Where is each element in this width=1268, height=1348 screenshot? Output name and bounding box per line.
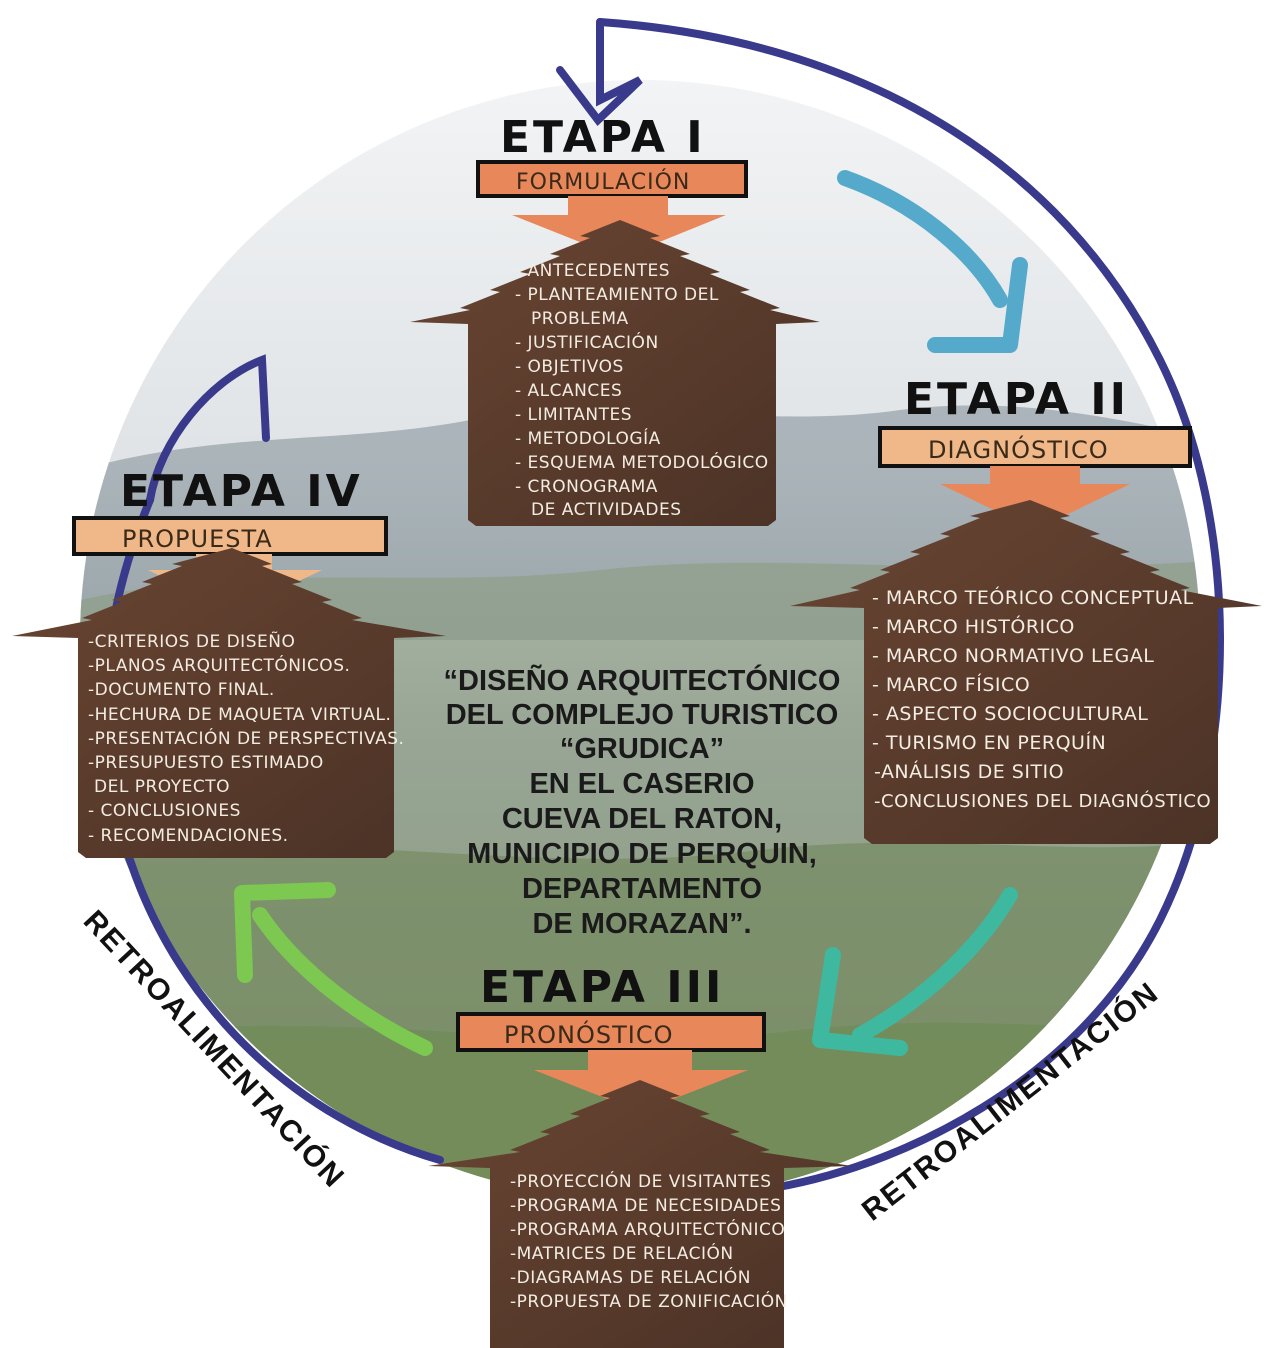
stage-2: ETAPA II DIAGNÓSTICO - MARCO TEÓRICO CON… <box>790 374 1262 844</box>
stage-3-item: -DIAGRAMAS DE RELACIÓN <box>510 1266 751 1288</box>
stage-1-house <box>410 220 820 526</box>
stage-3-item: -PROYECCIÓN DE VISITANTES <box>510 1170 772 1192</box>
stage-2-item: - MARCO NORMATIVO LEGAL <box>872 645 1154 667</box>
stage-3-item: -PROPUESTA DE ZONIFICACIÓN <box>510 1290 788 1312</box>
center-title-line: CUEVA DEL RATON, <box>502 803 782 835</box>
stage-1-item: - CRONOGRAMA <box>515 477 658 497</box>
stage-4-item: -DOCUMENTO FINAL. <box>88 680 275 700</box>
stage-4-house <box>12 548 446 858</box>
stage-3-title: ETAPA III <box>480 962 724 1013</box>
stage-1-item: - JUSTIFICACIÓN <box>515 331 659 353</box>
stage-1-item: - ALCANCES <box>515 381 622 401</box>
stage-2-item: -CONCLUSIONES DEL DIAGNÓSTICO <box>874 790 1211 812</box>
center-title-line: “GRUDICA” <box>560 733 724 765</box>
stage-4-label: PROPUESTA <box>122 525 273 553</box>
stage-4-label-box <box>72 516 388 556</box>
stage-1-item: - LIMITANTES <box>515 405 632 425</box>
stage-2-item: - MARCO HISTÓRICO <box>872 614 1075 638</box>
stage-2-house <box>790 500 1262 844</box>
stage-1: ETAPA I FORMULACIÓN - ANTECEDENTES - PLA… <box>410 112 820 526</box>
stage-3-item: -MATRICES DE RELACIÓN <box>510 1242 734 1264</box>
stage-4-item: -PRESENTACIÓN DE PERSPECTIVAS. <box>88 727 404 749</box>
stage-1-item: - OBJETIVOS <box>515 357 624 377</box>
stage-4: ETAPA IV PROPUESTA -CRITERIOS DE DISEÑO … <box>12 466 446 858</box>
arrow-teal <box>812 887 1018 1056</box>
center-title-line: MUNICIPIO DE PERQUIN, <box>467 838 817 870</box>
center-title-line: EN EL CASERIO <box>529 768 754 800</box>
stage-2-item: - TURISMO EN PERQUÍN <box>872 731 1106 754</box>
stage-2-label: DIAGNÓSTICO <box>928 434 1109 464</box>
stage-1-item: - PLANTEAMIENTO DEL <box>515 285 719 305</box>
center-title: “DISEÑO ARQUITECTÓNICO DEL COMPLEJO TURI… <box>444 663 841 940</box>
stage-1-label-box <box>476 160 748 198</box>
stage-1-title: ETAPA I <box>500 112 706 163</box>
stage-1-item: DE ACTIVIDADES <box>531 500 682 520</box>
stage-4-item: - RECOMENDACIONES. <box>88 826 289 846</box>
stage-2-down-arrow <box>940 466 1130 530</box>
stage-4-item: -HECHURA DE MAQUETA VIRTUAL. <box>88 705 391 725</box>
stage-4-item: -CRITERIOS DE DISEÑO <box>88 630 295 652</box>
stage-2-item: -ANÁLISIS DE SITIO <box>874 760 1064 783</box>
center-title-line: DEL COMPLEJO TURISTICO <box>446 699 839 731</box>
stage-4-item: -PRESUPUESTO ESTIMADO <box>88 753 324 773</box>
stage-1-item: - METODOLOGÍA <box>515 427 661 449</box>
center-title-line: DEPARTAMENTO <box>522 873 762 905</box>
stage-3-label: PRONÓSTICO <box>504 1019 674 1049</box>
stage-4-item: -PLANOS ARQUITECTÓNICOS. <box>88 654 350 676</box>
stage-2-item: - MARCO FÍSICO <box>872 673 1030 696</box>
stage-4-item: - CONCLUSIONES <box>88 801 241 821</box>
stage-4-item: DEL PROYECTO <box>94 777 230 797</box>
stage-1-item: PROBLEMA <box>531 309 629 329</box>
stage-3-item: -PROGRAMA ARQUITECTÓNICO <box>510 1218 785 1240</box>
stage-3-house <box>428 1080 852 1348</box>
stage-3: ETAPA III PRONÓSTICO -PROYECCIÓN DE VISI… <box>428 962 852 1348</box>
stage-2-title: ETAPA II <box>904 374 1129 425</box>
arrow-blue <box>837 170 1028 353</box>
stage-1-label: FORMULACIÓN <box>516 169 690 195</box>
arrow-green <box>234 882 433 1056</box>
stage-2-item: - MARCO TEÓRICO CONCEPTUAL <box>872 585 1194 609</box>
stage-2-item: - ASPECTO SOCIOCULTURAL <box>872 703 1148 725</box>
stage-3-item: -PROGRAMA DE NECESIDADES <box>510 1196 781 1216</box>
stage-1-item: - ANTECEDENTES <box>515 261 670 281</box>
center-title-line: DE MORAZAN”. <box>532 908 751 940</box>
stage-1-item: - ESQUEMA METODOLÓGICO <box>515 451 769 473</box>
center-title-line: “DISEÑO ARQUITECTÓNICO <box>444 663 841 697</box>
stage-4-title: ETAPA IV <box>120 466 363 517</box>
